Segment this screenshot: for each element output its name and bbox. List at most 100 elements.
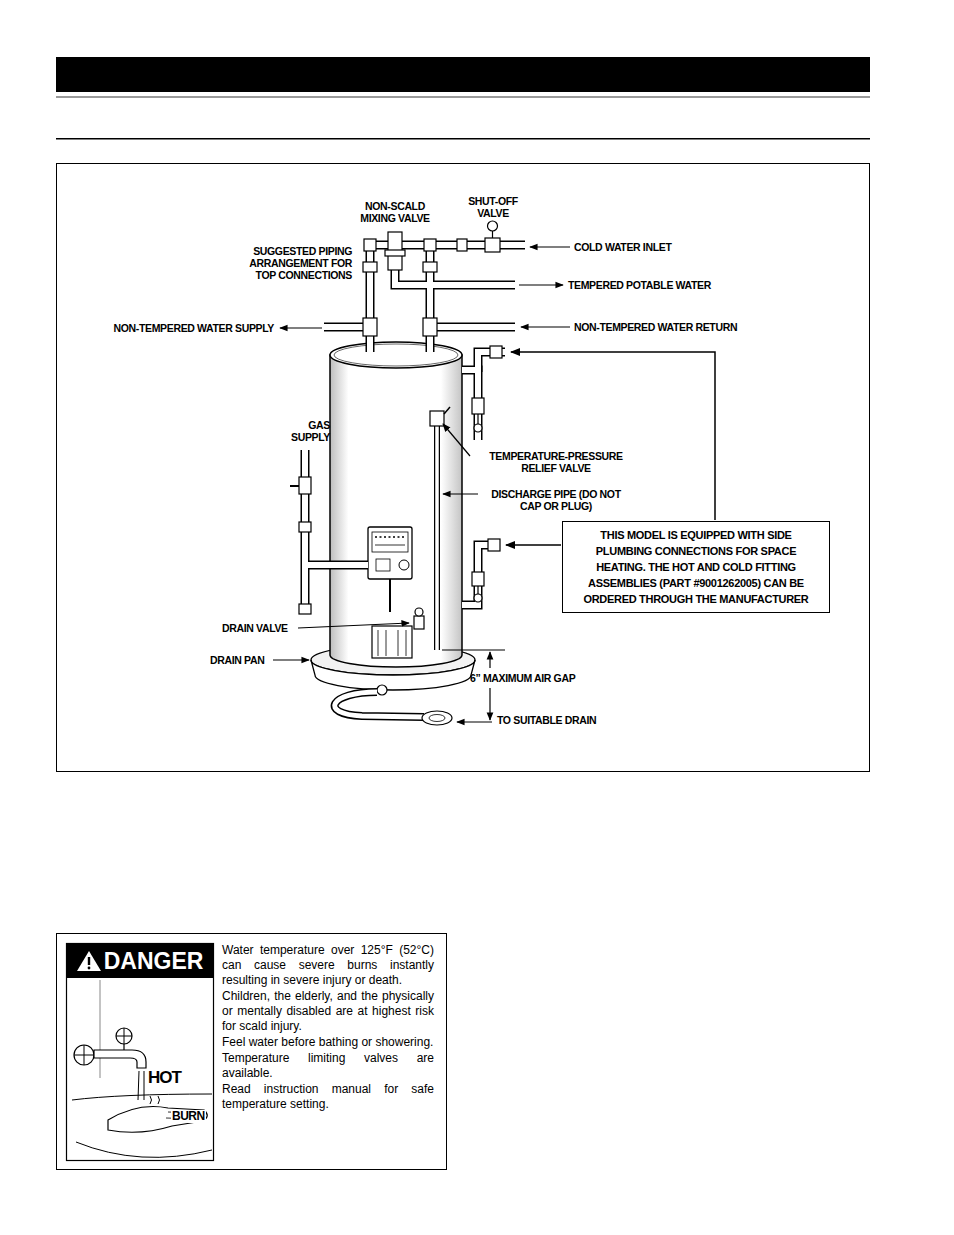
pipe-fittings [290, 485, 299, 487]
pipe-fittings [457, 239, 467, 251]
drain-valve [414, 608, 424, 629]
water-heater-tank [334, 344, 458, 366]
danger-illustration [72, 1094, 212, 1100]
piping [305, 245, 525, 612]
danger-illustration [74, 1045, 94, 1065]
pipe-fittings [299, 604, 311, 614]
control-box [399, 560, 409, 570]
pipe-fittings [423, 262, 437, 272]
flow-label: TO SUITABLE DRAIN [497, 714, 596, 726]
danger-illustration [116, 1028, 132, 1044]
leader-lines [273, 659, 309, 660]
piping [305, 245, 525, 612]
danger-illustration [74, 1045, 94, 1065]
danger-illustration [100, 980, 101, 1078]
pipe-fittings [299, 477, 311, 494]
air-gap-dimension [489, 652, 490, 668]
leader-lines [530, 246, 570, 247]
header-bar [56, 57, 870, 92]
callout-text: THIS MODEL IS EQUIPPED WITH SIDE PLUMBIN… [571, 527, 821, 607]
header-bar [56, 57, 870, 140]
leader-lines [443, 493, 478, 494]
water-heater-tank [389, 579, 391, 612]
pipe-fittings [424, 239, 436, 251]
danger-label: DANGER Water temperature over 125°F (52°C… [56, 933, 447, 1170]
header-bar [56, 138, 870, 140]
pipe-fittings [363, 262, 377, 272]
danger-illustration [94, 1050, 146, 1068]
warning-word: HOT [147, 1069, 182, 1087]
part-label: DISCHARGE PIPE (DO NOT CAP OR PLUG) [481, 488, 631, 512]
leader-lines [506, 544, 561, 546]
air-gap-dimension [442, 650, 505, 722]
flow-label: COLD WATER INLET [574, 241, 671, 253]
pipe-fittings [423, 318, 437, 336]
air-gap-dimension [489, 688, 490, 720]
drain-hose [335, 692, 452, 725]
header-bar [56, 96, 870, 98]
warning-text: Temperature limiting valves are availabl… [222, 1051, 434, 1081]
warning-icon [87, 957, 89, 965]
water-heater-tank [372, 626, 412, 658]
drain-valve [415, 608, 423, 616]
pipe-fittings [474, 594, 482, 602]
relief-valve [434, 426, 440, 650]
flow-label: NON-TEMPERED WATER SUPPLY [114, 322, 274, 334]
leader-lines [519, 284, 563, 285]
pipe-fittings [477, 586, 478, 594]
part-label: DRAIN VALVE [222, 622, 288, 634]
drain-hose [335, 692, 424, 717]
relief-valve [444, 407, 450, 414]
danger-illustration [67, 944, 214, 1161]
danger-illustration [150, 1096, 160, 1104]
danger-illustration [108, 1107, 207, 1133]
danger-body: Water temperature over 125°F (52°C) can … [222, 943, 434, 1113]
drain-hose [335, 692, 424, 717]
part-label: SHUT-OFF VALVE [463, 195, 523, 219]
pipe-fittings [474, 424, 482, 432]
warning-icon [77, 951, 101, 971]
warning-word: BURN [171, 1110, 206, 1123]
control-box [368, 527, 412, 579]
note-label: SUGGESTED PIPING ARRANGEMENT FOR TOP CON… [237, 245, 352, 281]
pipe-fittings [490, 346, 502, 358]
air-gap-dimension [442, 649, 505, 650]
relief-valve [430, 407, 450, 650]
danger-illustration [67, 944, 214, 1161]
danger-illustration [116, 1028, 132, 1044]
drain-hose [422, 711, 452, 725]
leader-lines [443, 424, 470, 456]
water-heater-tank [330, 342, 462, 667]
figure-frame [57, 164, 870, 772]
drain-pan-front [377, 685, 387, 695]
drain-pan-front [311, 660, 475, 690]
danger-illustration [123, 1044, 124, 1050]
leader-lines [280, 327, 322, 328]
callout-box: THIS MODEL IS EQUIPPED WITH SIDE PLUMBIN… [562, 521, 830, 613]
relief-valve [435, 426, 439, 650]
pipe-fittings [488, 539, 500, 551]
pipe-fittings [385, 250, 405, 256]
flow-label: NON-TEMPERED WATER RETURN [574, 321, 737, 333]
pipe-fittings [299, 522, 311, 532]
water-heater-tank [378, 630, 406, 656]
pipe-fittings [363, 318, 377, 336]
pipe-fittings [472, 398, 484, 414]
dimension-label: 6” MAXIMUM AIR GAP [470, 672, 575, 684]
leader-lines [298, 623, 409, 628]
drain-hose [429, 715, 445, 722]
control-box [375, 545, 405, 546]
part-label: NON-SCALD MIXING VALVE [355, 200, 435, 224]
control-box [375, 536, 405, 538]
warning-text: Feel water before bathing or showering. [222, 1035, 434, 1050]
danger-header: DANGER [66, 943, 213, 978]
drain-pan-front [311, 660, 475, 695]
warning-text: Read instruction manual for safe tempera… [222, 1082, 434, 1112]
warning-text: Children, the elderly, and the physicall… [222, 989, 434, 1034]
relief-valve [430, 411, 444, 426]
pipe-fittings [472, 572, 484, 586]
danger-illustration [76, 1142, 212, 1157]
pipe-fittings [477, 414, 478, 424]
